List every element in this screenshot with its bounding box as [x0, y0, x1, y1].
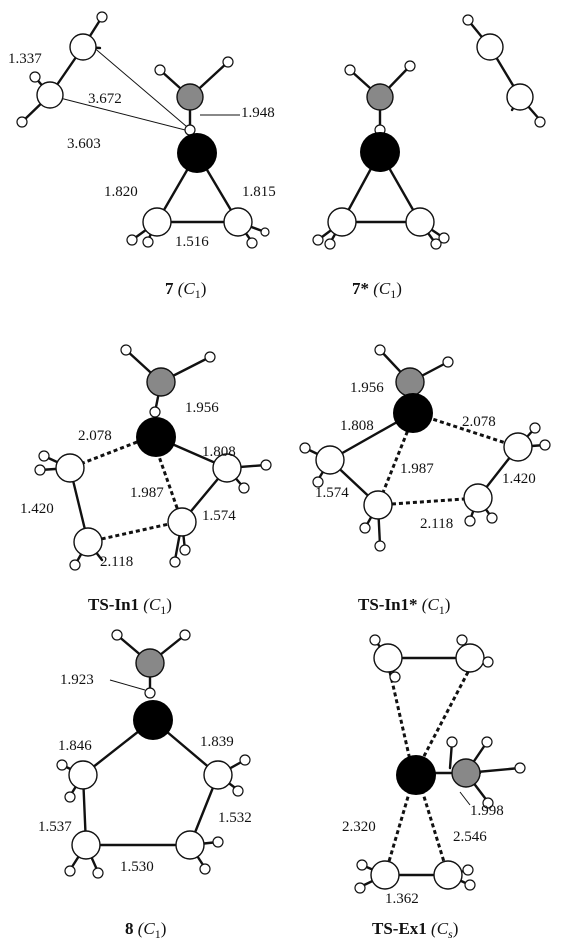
caption-8: 8 (C1) — [125, 919, 166, 941]
caption-7-name: 7 — [165, 279, 174, 298]
caption-7s-sub: 1 — [390, 287, 396, 301]
caption-tsex1-sym: (C — [431, 919, 449, 938]
label-m-c-left: 1.820 — [104, 184, 138, 200]
structure-ts-ex1: 1.998 2.320 2.546 1.362 TS-Ex1 (Cs) — [342, 634, 526, 941]
caption-8-sub: 1 — [155, 927, 161, 941]
caption-ts-in1: TS-In1 (C1) — [88, 595, 172, 617]
structure-8: 1.923 1.846 1.839 1.537 1.532 1.530 8 (C… — [38, 629, 252, 941]
caption-7s-sym: (C — [373, 279, 391, 298]
label-8-m-c-left: 1.846 — [58, 738, 92, 754]
label-m-c-right: 1.815 — [242, 184, 276, 200]
label-ts-in1-m-c-dash: 2.078 — [78, 428, 112, 444]
caption-ts-ex1: TS-Ex1 (Cs) — [372, 919, 458, 941]
label-ts-in1-c-c-left: 1.420 — [20, 501, 54, 517]
caption-ts-in1-star: TS-In1* (C1) — [358, 595, 450, 617]
caption-7s-end: ) — [396, 279, 402, 298]
label-h-c-distance-1: 3.672 — [88, 91, 122, 107]
label-ts-in1s-c-c-left: 1.574 — [315, 485, 349, 501]
caption-tsex1-name: TS-Ex1 — [372, 919, 427, 938]
caption-tsin1-sub: 1 — [160, 603, 166, 617]
label-ts-in1s-c-c-right: 1.420 — [502, 471, 536, 487]
label-ts-ex1-c-c: 1.362 — [385, 891, 419, 907]
caption-7-sym: (C — [178, 279, 196, 298]
label-ts-in1-m-c: 1.808 — [202, 444, 236, 460]
caption-7-end: ) — [201, 279, 207, 298]
label-h-c-distance-2: 3.603 — [67, 136, 101, 152]
label-8-c-c-left: 1.537 — [38, 819, 72, 835]
caption-7: 7 (C1) — [165, 279, 206, 301]
label-8-c-c-right: 1.532 — [218, 810, 252, 826]
caption-tsin1-name: TS-In1 — [88, 595, 139, 614]
caption-tsin1s-sub: 1 — [439, 603, 445, 617]
structure-ts-in1: 2.078 1.956 1.808 1.420 1.987 1.574 2.11… — [20, 344, 272, 617]
label-ts-in1s-n-h: 1.956 — [350, 380, 384, 396]
label-c-c-ring: 1.516 — [175, 234, 209, 250]
label-ts-in1-n-h: 1.956 — [185, 400, 219, 416]
label-ts-in1s-m-c: 1.808 — [340, 418, 374, 434]
label-8-c-c-bottom: 1.530 — [120, 859, 154, 875]
label-c-c-ethylene: 1.337 — [8, 51, 42, 67]
caption-tsex1-end: ) — [453, 919, 459, 938]
label-ts-in1-c-c-right: 1.574 — [202, 508, 236, 524]
caption-tsin1-end: ) — [166, 595, 172, 614]
caption-8-end: ) — [161, 919, 167, 938]
label-ts-in1-c-c-bottom: 2.118 — [100, 554, 133, 570]
structure-ts-in1-star: 1.956 1.808 2.078 1.987 1.574 1.420 2.11… — [299, 344, 551, 617]
caption-tsex1-sub: s — [448, 927, 453, 941]
label-ts-ex1-n-h: 1.998 — [470, 803, 504, 819]
structure-7-star: 7* (C1) — [312, 14, 546, 301]
caption-tsin1s-name: TS-In1* — [358, 595, 418, 614]
label-ts-in1-m-c-center: 1.987 — [130, 485, 164, 501]
caption-7-star: 7* (C1) — [352, 279, 402, 301]
caption-tsin1s-end: ) — [445, 595, 451, 614]
label-n-h-distance: 1.948 — [241, 105, 275, 121]
label-8-n-h: 1.923 — [60, 672, 94, 688]
caption-8-sym: (C — [138, 919, 156, 938]
label-ts-in1s-m-c-dash: 2.078 — [462, 414, 496, 430]
label-ts-in1s-c-c-bottom: 2.118 — [420, 516, 453, 532]
structure-7: 1.337 3.672 3.603 1.948 1.820 1.815 1.51… — [8, 11, 276, 301]
caption-tsin1-sym: (C — [143, 595, 161, 614]
caption-8-name: 8 — [125, 919, 134, 938]
caption-tsin1s-sym: (C — [422, 595, 440, 614]
caption-7s-name: 7* — [352, 279, 369, 298]
caption-7-sub: 1 — [195, 287, 201, 301]
label-ts-ex1-m-c-left: 2.320 — [342, 819, 376, 835]
label-ts-in1s-m-c-center: 1.987 — [400, 461, 434, 477]
label-8-m-c-right: 1.839 — [200, 734, 234, 750]
label-ts-ex1-m-c-right: 2.546 — [453, 829, 487, 845]
